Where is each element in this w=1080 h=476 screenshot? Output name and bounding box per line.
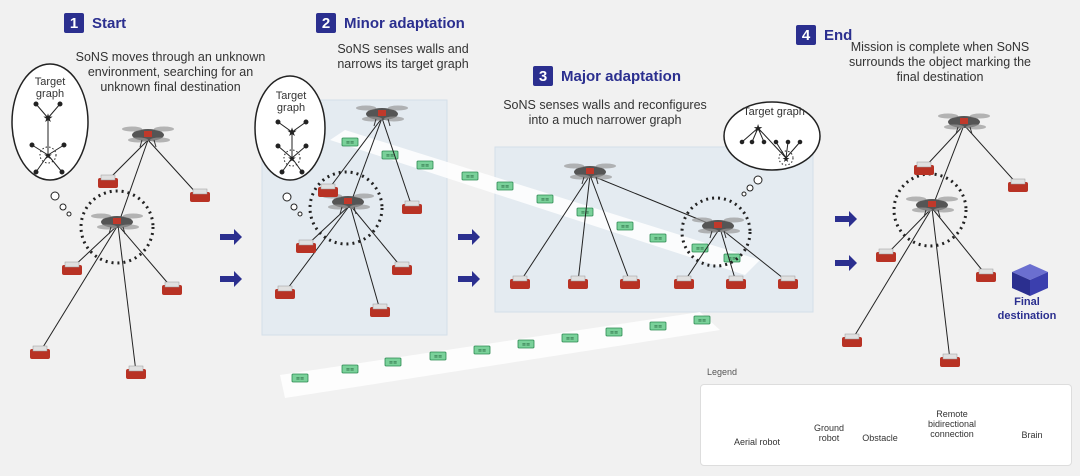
legend-obstacle: Obstacle — [862, 433, 898, 443]
svg-text:★: ★ — [288, 154, 297, 165]
ground-robot — [391, 261, 413, 276]
step-4-label: End — [824, 26, 853, 44]
step-4-number: 4 — [796, 25, 816, 45]
svg-text:★: ★ — [287, 125, 298, 139]
target-graph-1: ★ ★ — [29, 101, 67, 175]
legend-connection: Remote bidirectional connection — [927, 409, 977, 439]
arrow-icon — [220, 211, 857, 287]
step-2-label: Minor adaptation — [344, 14, 465, 32]
swarm-4 — [851, 124, 1019, 361]
swarm-2 — [284, 117, 413, 311]
brain-circle-1 — [79, 189, 155, 265]
ground-robot — [567, 275, 589, 290]
target-graph-label-2: Target graph — [275, 90, 307, 114]
ground-robot — [317, 183, 339, 198]
target-graph-label-1: Target graph — [34, 76, 66, 100]
aerial-robot — [937, 113, 991, 135]
step-3-label: Major adaptation — [561, 67, 682, 85]
ground-robot — [401, 200, 423, 215]
target-graph-bubble-2 — [254, 75, 326, 181]
step-1-title: 1 Start — [64, 13, 126, 33]
final-destination-label: Final destination — [997, 296, 1057, 322]
aerial-robot — [121, 126, 175, 148]
legend: Legend Aerial robot Ground robot Obstacl… — [700, 367, 1072, 466]
target-graph-bubble-3 — [723, 101, 821, 171]
svg-text:★: ★ — [43, 111, 54, 125]
step-1-description: SoNS moves through an unknown environmen… — [75, 50, 266, 94]
ground-robot — [369, 303, 391, 318]
ground-robot — [125, 365, 147, 380]
ground-robot — [29, 345, 51, 360]
ground-robot — [913, 161, 935, 176]
step-1-label: Start — [92, 14, 127, 32]
step-1-number: 1 — [64, 13, 84, 33]
step-2-title: 2 Minor adaptation — [316, 13, 465, 33]
ground-robot — [777, 275, 799, 290]
ground-robot — [875, 248, 897, 263]
step-2-description: SoNS senses walls and narrows its target… — [337, 42, 469, 71]
brain-circle-2 — [308, 170, 384, 246]
ground-robot — [939, 353, 961, 368]
step-3-description: SoNS senses walls and reconfigures into … — [503, 98, 707, 127]
target-graph-3: ★ ★ — [739, 123, 803, 166]
step-3-title: 3 Major adaptation — [533, 66, 681, 86]
legend-ground-robot: Ground robot — [813, 423, 845, 443]
ground-robot — [841, 333, 863, 348]
ground-robot — [509, 275, 531, 290]
step-4-title: 4 End — [796, 25, 852, 45]
legend-brain: Brain — [1021, 430, 1043, 440]
svg-text:★: ★ — [44, 151, 53, 162]
svg-text:★: ★ — [782, 154, 790, 164]
ground-robot — [97, 174, 119, 189]
swarm-1 — [39, 139, 199, 373]
brain-circle-3 — [680, 196, 752, 268]
aerial-robot — [90, 213, 144, 235]
target-graph-2: ★ ★ — [275, 119, 309, 175]
step-4-description: Mission is complete when SoNS surrounds … — [848, 40, 1032, 84]
ground-robot — [975, 268, 997, 283]
step-2-number: 2 — [316, 13, 336, 33]
legend-title: Legend — [707, 367, 738, 377]
target-graph-bubble-1 — [11, 63, 89, 181]
ground-robot — [1007, 178, 1029, 193]
target-graph-label-3: Target graph — [743, 106, 805, 118]
step-3-number: 3 — [533, 66, 553, 86]
ground-robot — [61, 261, 83, 276]
ground-robot — [161, 281, 183, 296]
ground-robot — [673, 275, 695, 290]
ground-robot — [619, 275, 641, 290]
aerial-robot — [905, 196, 959, 218]
ground-robot — [725, 275, 747, 290]
svg-text:★: ★ — [753, 123, 763, 135]
final-destination-icon — [1012, 264, 1048, 296]
ground-robot — [189, 188, 211, 203]
legend-aerial-robot: Aerial robot — [733, 437, 781, 447]
ground-robot — [274, 285, 296, 300]
ground-robot — [295, 239, 317, 254]
